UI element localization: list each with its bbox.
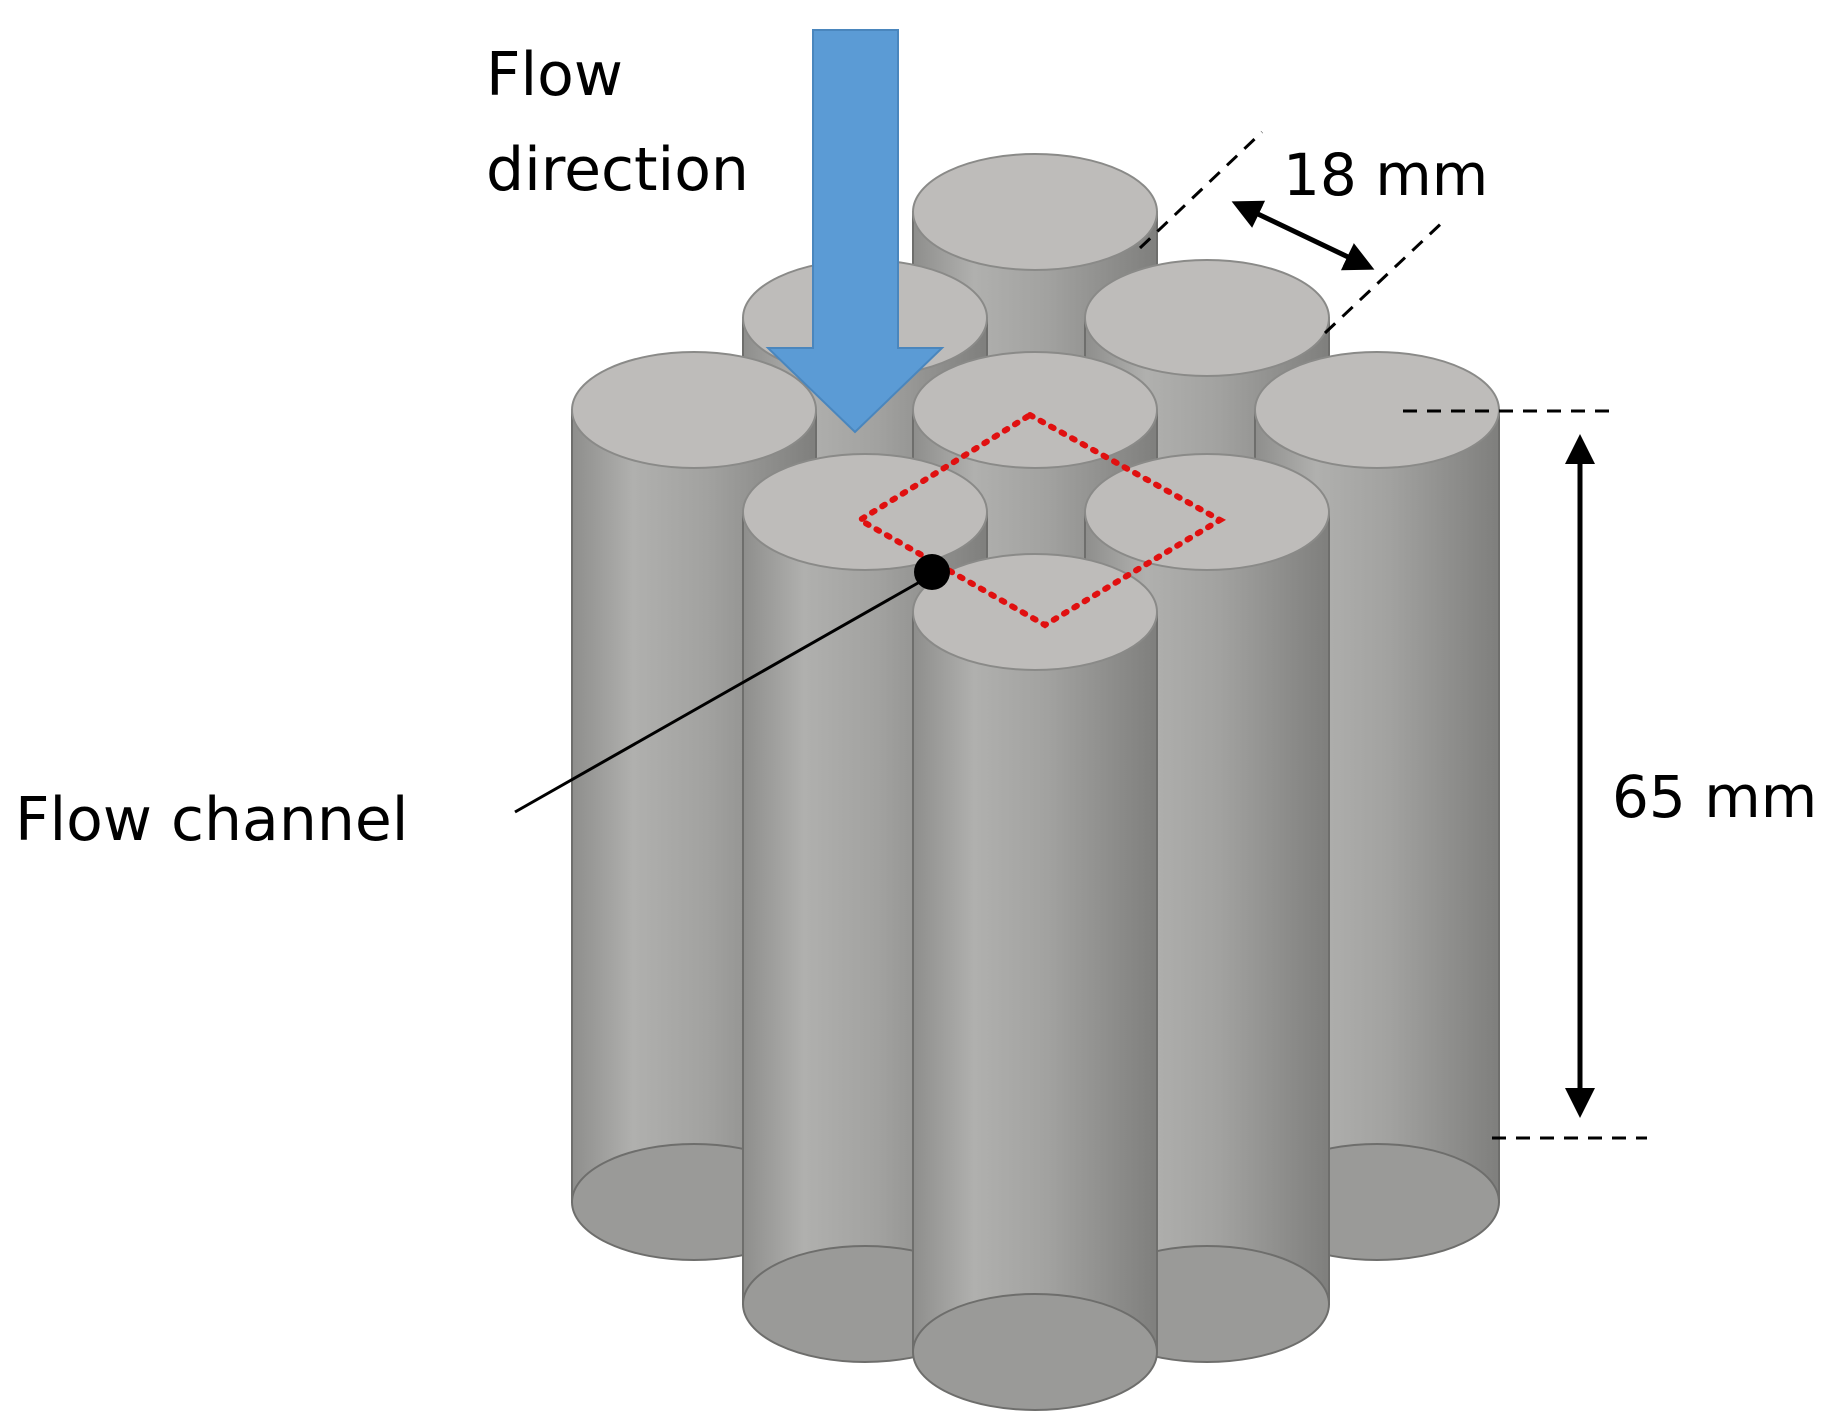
flow-direction-arrow: [765, 29, 945, 434]
diameter-label: 18 mm: [1283, 141, 1488, 209]
flow-channel-marker-dot: [914, 554, 950, 590]
flow-direction-label-line1: Flow: [486, 40, 623, 110]
flow-channel-outline: [854, 411, 1227, 629]
flow-direction-label-line2: direction: [486, 135, 749, 205]
length-dimension: [1403, 409, 1647, 1140]
flow-channel-label: Flow channel: [15, 785, 408, 855]
length-label: 65 mm: [1612, 763, 1817, 831]
diameter-dimension: [1138, 130, 1449, 335]
flow-channel-leader-line: [514, 573, 933, 814]
rod-front-center: [912, 553, 1158, 1411]
